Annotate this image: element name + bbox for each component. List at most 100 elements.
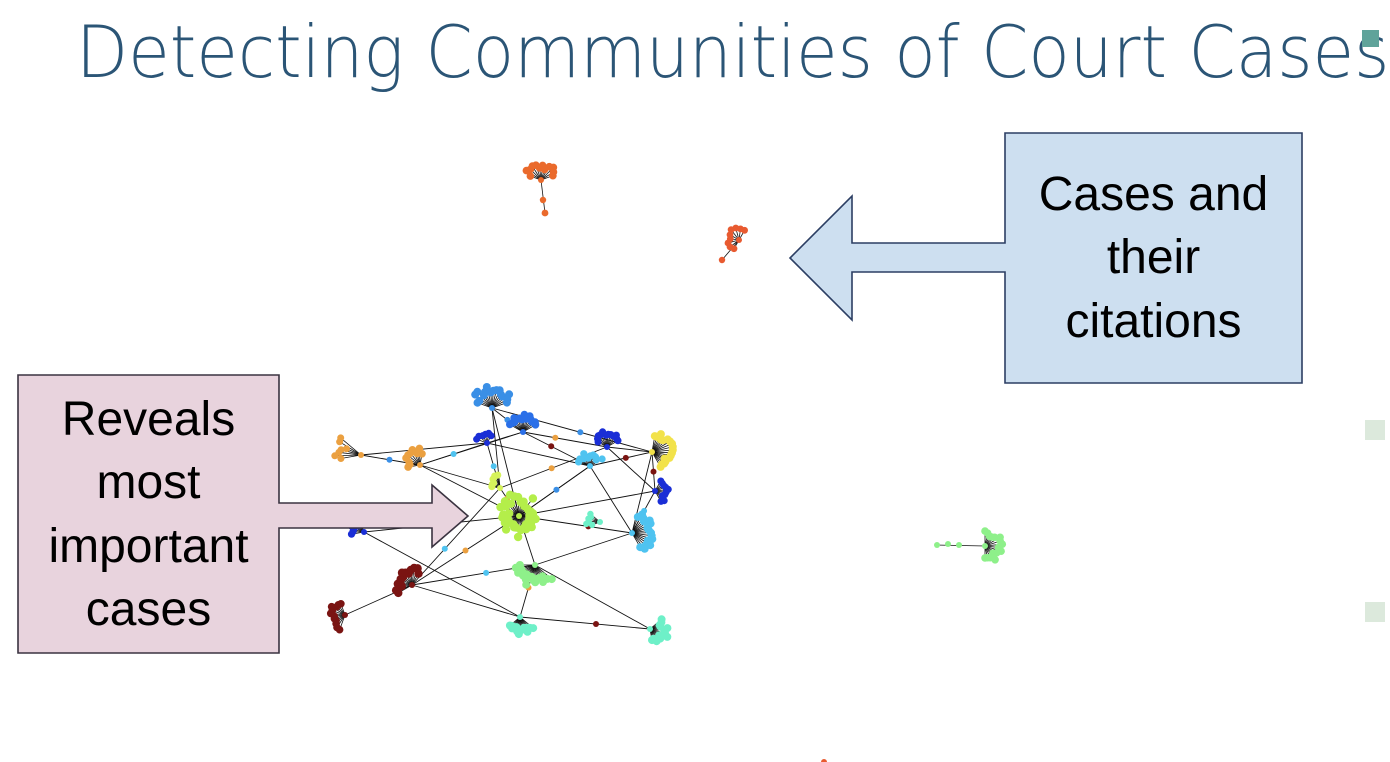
network-node	[342, 612, 348, 618]
network-node	[552, 434, 559, 441]
network-edge	[360, 442, 488, 456]
network-node	[726, 231, 734, 239]
network-node	[361, 529, 367, 535]
network-node	[982, 543, 988, 549]
network-nodes	[326, 161, 1007, 646]
network-node	[647, 626, 653, 632]
network-node	[945, 541, 951, 547]
network-node	[532, 562, 538, 568]
network-node	[657, 497, 665, 505]
network-edge	[363, 531, 521, 618]
network-node	[587, 510, 594, 518]
network-node	[526, 172, 535, 180]
network-node	[956, 542, 962, 548]
slide-title: Detecting Communities of Court Cases	[76, 10, 1390, 94]
network-node	[497, 485, 503, 491]
side-bullet-mark	[1365, 420, 1385, 440]
network-node	[548, 443, 555, 450]
network-node	[441, 545, 448, 552]
network-node	[525, 511, 534, 521]
network-node	[592, 456, 600, 464]
network-node	[650, 468, 657, 475]
network-edge	[340, 437, 362, 456]
network-node	[358, 452, 364, 458]
network-node	[587, 463, 593, 469]
network-edge	[606, 446, 656, 492]
network-node	[484, 440, 490, 446]
network-edge	[411, 487, 501, 586]
callout-right-line: their	[1106, 231, 1201, 285]
network-node	[473, 387, 482, 396]
callout-right-arrow	[788, 132, 1303, 384]
network-edge	[534, 564, 651, 630]
network-node	[337, 446, 345, 454]
callout-right-line: Cases and	[1038, 168, 1269, 221]
network-node	[622, 454, 629, 461]
network-edge	[486, 442, 591, 467]
network-node	[548, 465, 555, 472]
network-node	[539, 196, 547, 204]
network-node	[506, 499, 516, 508]
callout-left-arrow	[17, 374, 470, 654]
network-node	[736, 237, 742, 243]
network-node	[418, 450, 426, 458]
network-edge	[518, 490, 656, 517]
network-node	[981, 554, 989, 562]
network-node	[520, 429, 526, 435]
network-node	[553, 486, 560, 493]
network-edge	[411, 584, 521, 618]
network-node	[580, 450, 588, 458]
network-node	[990, 533, 999, 542]
network-node	[636, 543, 645, 552]
network-node	[501, 525, 511, 534]
network-node	[483, 569, 490, 576]
network-node	[502, 398, 511, 407]
network-edge	[540, 179, 546, 214]
network-node	[598, 455, 606, 463]
network-node	[517, 614, 523, 620]
network-node	[515, 561, 524, 569]
network-edge	[522, 431, 608, 448]
network-node	[821, 759, 827, 762]
network-node	[516, 513, 522, 519]
network-node	[475, 396, 484, 405]
network-edge	[519, 616, 651, 630]
network-node	[489, 405, 495, 411]
network-node	[528, 494, 538, 503]
network-node	[577, 429, 584, 436]
network-node	[538, 177, 544, 183]
network-node	[505, 509, 514, 518]
callout-right-line: citations	[1065, 294, 1242, 348]
network-node	[490, 463, 497, 470]
callout-left-label: Reveals most important cases	[18, 388, 279, 641]
network-node	[934, 542, 940, 548]
callout-left-line: Reveals	[61, 393, 236, 446]
callout-right-label: Cases and their citations	[1005, 163, 1302, 353]
network-edge	[589, 465, 633, 534]
network-node	[629, 530, 635, 536]
network-node	[649, 449, 655, 455]
network-edge	[491, 407, 653, 453]
network-node	[648, 636, 656, 645]
network-node	[462, 547, 469, 554]
network-node	[409, 582, 415, 588]
callout-left-line: important	[48, 519, 249, 573]
network-node	[337, 455, 345, 462]
network-edge	[419, 431, 524, 466]
network-edge	[339, 441, 362, 456]
network-node	[614, 437, 622, 445]
network-node	[741, 226, 748, 234]
network-edge	[419, 464, 501, 489]
network-node	[414, 569, 423, 578]
network-edges	[330, 165, 1003, 642]
network-node	[652, 488, 658, 494]
network-node	[505, 621, 514, 630]
network-node	[593, 621, 599, 627]
side-bullet-mark	[1365, 602, 1385, 622]
network-node	[549, 171, 557, 180]
network-node	[487, 432, 495, 440]
network-node	[337, 434, 345, 442]
callout-left-line: cases	[85, 583, 212, 637]
